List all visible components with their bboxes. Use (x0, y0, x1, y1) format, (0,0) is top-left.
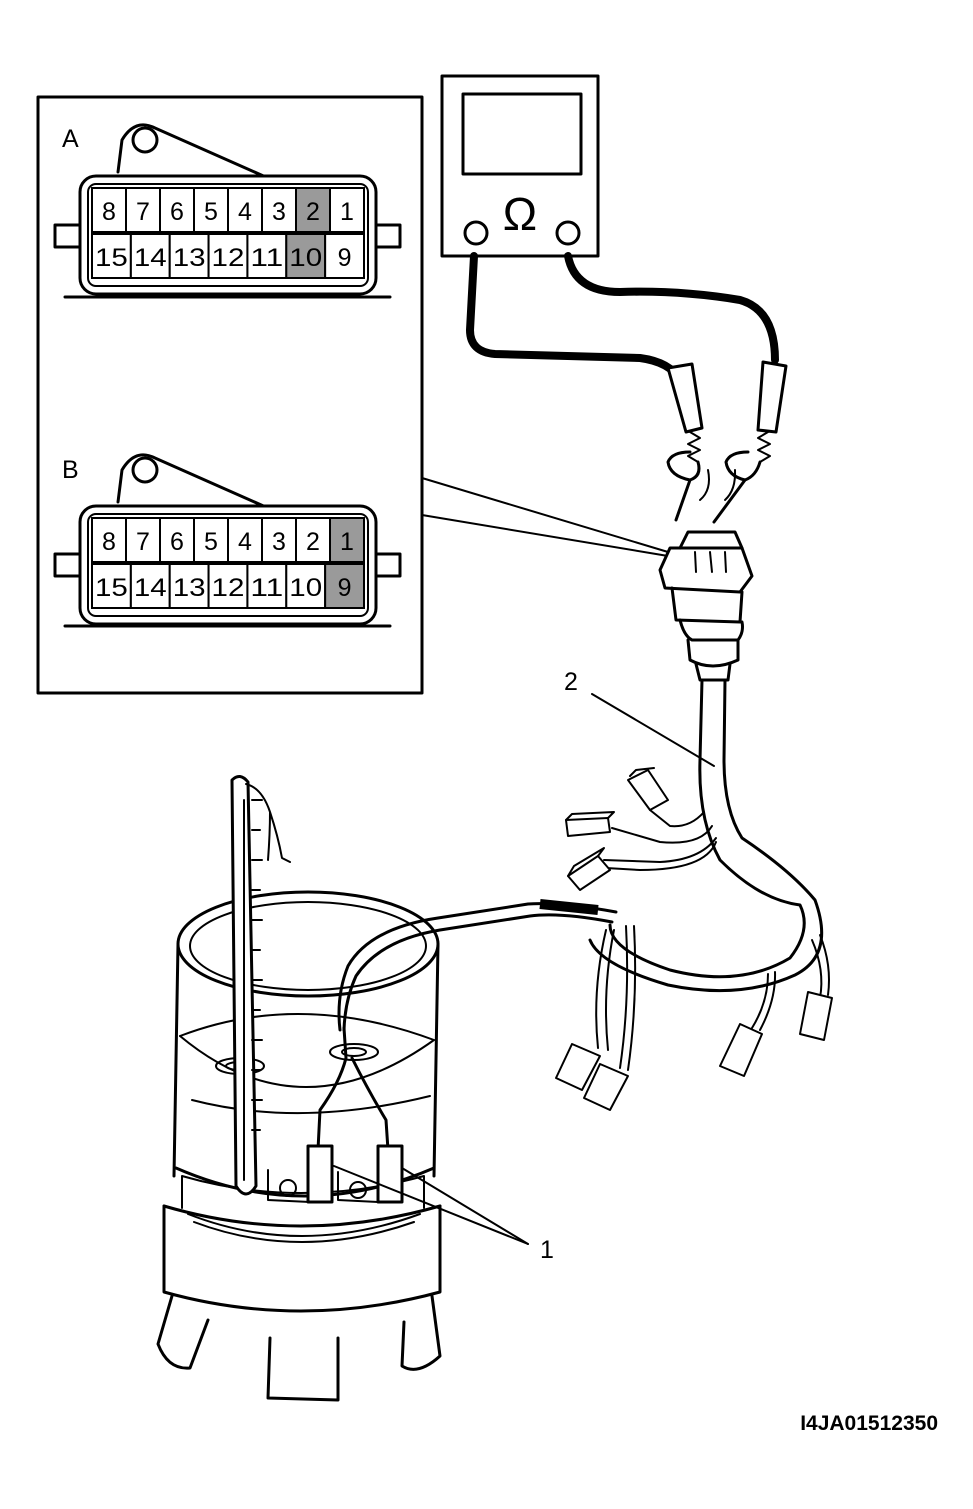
connector_a-pin-6-cell (159, 187, 195, 233)
callout-2-label: 2 (564, 668, 578, 696)
connector_b-pin-7: 7 (136, 528, 150, 556)
connector_b-pin-2: 2 (306, 528, 320, 556)
connector_b-pin-8: 8 (102, 528, 116, 556)
connector_a-pin-15-cell (91, 233, 132, 279)
connector_b-pin-13: 13 (173, 574, 206, 602)
connector_a-pin-1: 1 (340, 198, 354, 226)
connector_b-pin-15: 15 (95, 574, 128, 602)
connector_a-pin-3-cell (261, 187, 297, 233)
connector_a-pin-12: 12 (212, 244, 245, 272)
connector_b-pin-12-cell (207, 563, 249, 609)
connector_a-pin-13: 13 (173, 244, 206, 272)
callout-1: 1 (333, 1165, 554, 1264)
connector_b-pin-14-cell (129, 563, 171, 609)
ohmmeter: Ω (440, 74, 600, 258)
connector_b-pin-9: 9 (338, 574, 352, 602)
connector_b-pin-15-cell (91, 563, 132, 609)
connector_a-pin-15: 15 (95, 244, 128, 272)
connector_a-pin-8: 8 (102, 198, 116, 226)
connector_b-pin-1: 1 (340, 528, 354, 556)
connector_a-pin-9-cell (324, 233, 365, 279)
connector_a-pin-10: 10 (289, 244, 322, 272)
connector_a-pin-9: 9 (338, 244, 352, 272)
connector_a-pin-11: 11 (250, 244, 283, 272)
meter-leads (465, 252, 788, 524)
connector_a-pin-6: 6 (170, 198, 184, 226)
callout-2: 2 (564, 668, 715, 767)
meter-jack-right (555, 220, 581, 246)
connector_a-pin-14-cell (129, 233, 171, 279)
connector_b-pin-2-cell (295, 517, 331, 563)
connector-a-label: A (62, 125, 79, 153)
connector_a-pin-5-cell (193, 187, 229, 233)
connector_a-pin-5: 5 (204, 198, 218, 226)
harness-connector (658, 530, 754, 682)
connector_b-pin-3: 3 (272, 528, 286, 556)
connector_b-pin-11: 11 (250, 574, 283, 602)
connector_b-pin-5-cell (193, 517, 229, 563)
ohm-symbol: Ω (503, 188, 537, 240)
connector-inset (36, 95, 669, 695)
sensor-left (306, 1144, 334, 1204)
connector_b-pin-1-cell (329, 517, 365, 563)
water-beaker (156, 775, 442, 1402)
connector_b-pin-9-cell (324, 563, 365, 609)
connector_a-pin-1-cell (329, 187, 365, 233)
sensor-right (376, 1144, 404, 1204)
connector_a-pin-3: 3 (272, 198, 286, 226)
connector_a-pin-2: 2 (306, 198, 320, 226)
connector_b-pin-4-cell (227, 517, 263, 563)
connector_b-pin-6: 6 (170, 528, 184, 556)
connector_a-pin-4: 4 (238, 198, 252, 226)
connector_b-pin-5: 5 (204, 528, 218, 556)
callout-1-label: 1 (540, 1236, 554, 1264)
connector-b-label: B (62, 456, 79, 484)
connector_b-pin-10: 10 (289, 574, 322, 602)
connector_b-pin-4: 4 (238, 528, 252, 556)
connector_b-pin-12: 12 (212, 574, 245, 602)
connector_b-pin-14: 14 (134, 574, 167, 602)
connector_a-pin-12-cell (207, 233, 249, 279)
connector_b-pin-10-cell (285, 563, 327, 609)
connector_a-pin-7: 7 (136, 198, 150, 226)
harness-cable (337, 678, 833, 1111)
connector_a-pin-14: 14 (134, 244, 167, 272)
connector_a-pin-8-cell (91, 187, 127, 233)
connector_b-pin-13-cell (168, 563, 210, 609)
meter-jack-left (463, 220, 489, 246)
figure-id: I4JA01512350 (800, 1412, 938, 1435)
connector_a-pin-4-cell (227, 187, 263, 233)
